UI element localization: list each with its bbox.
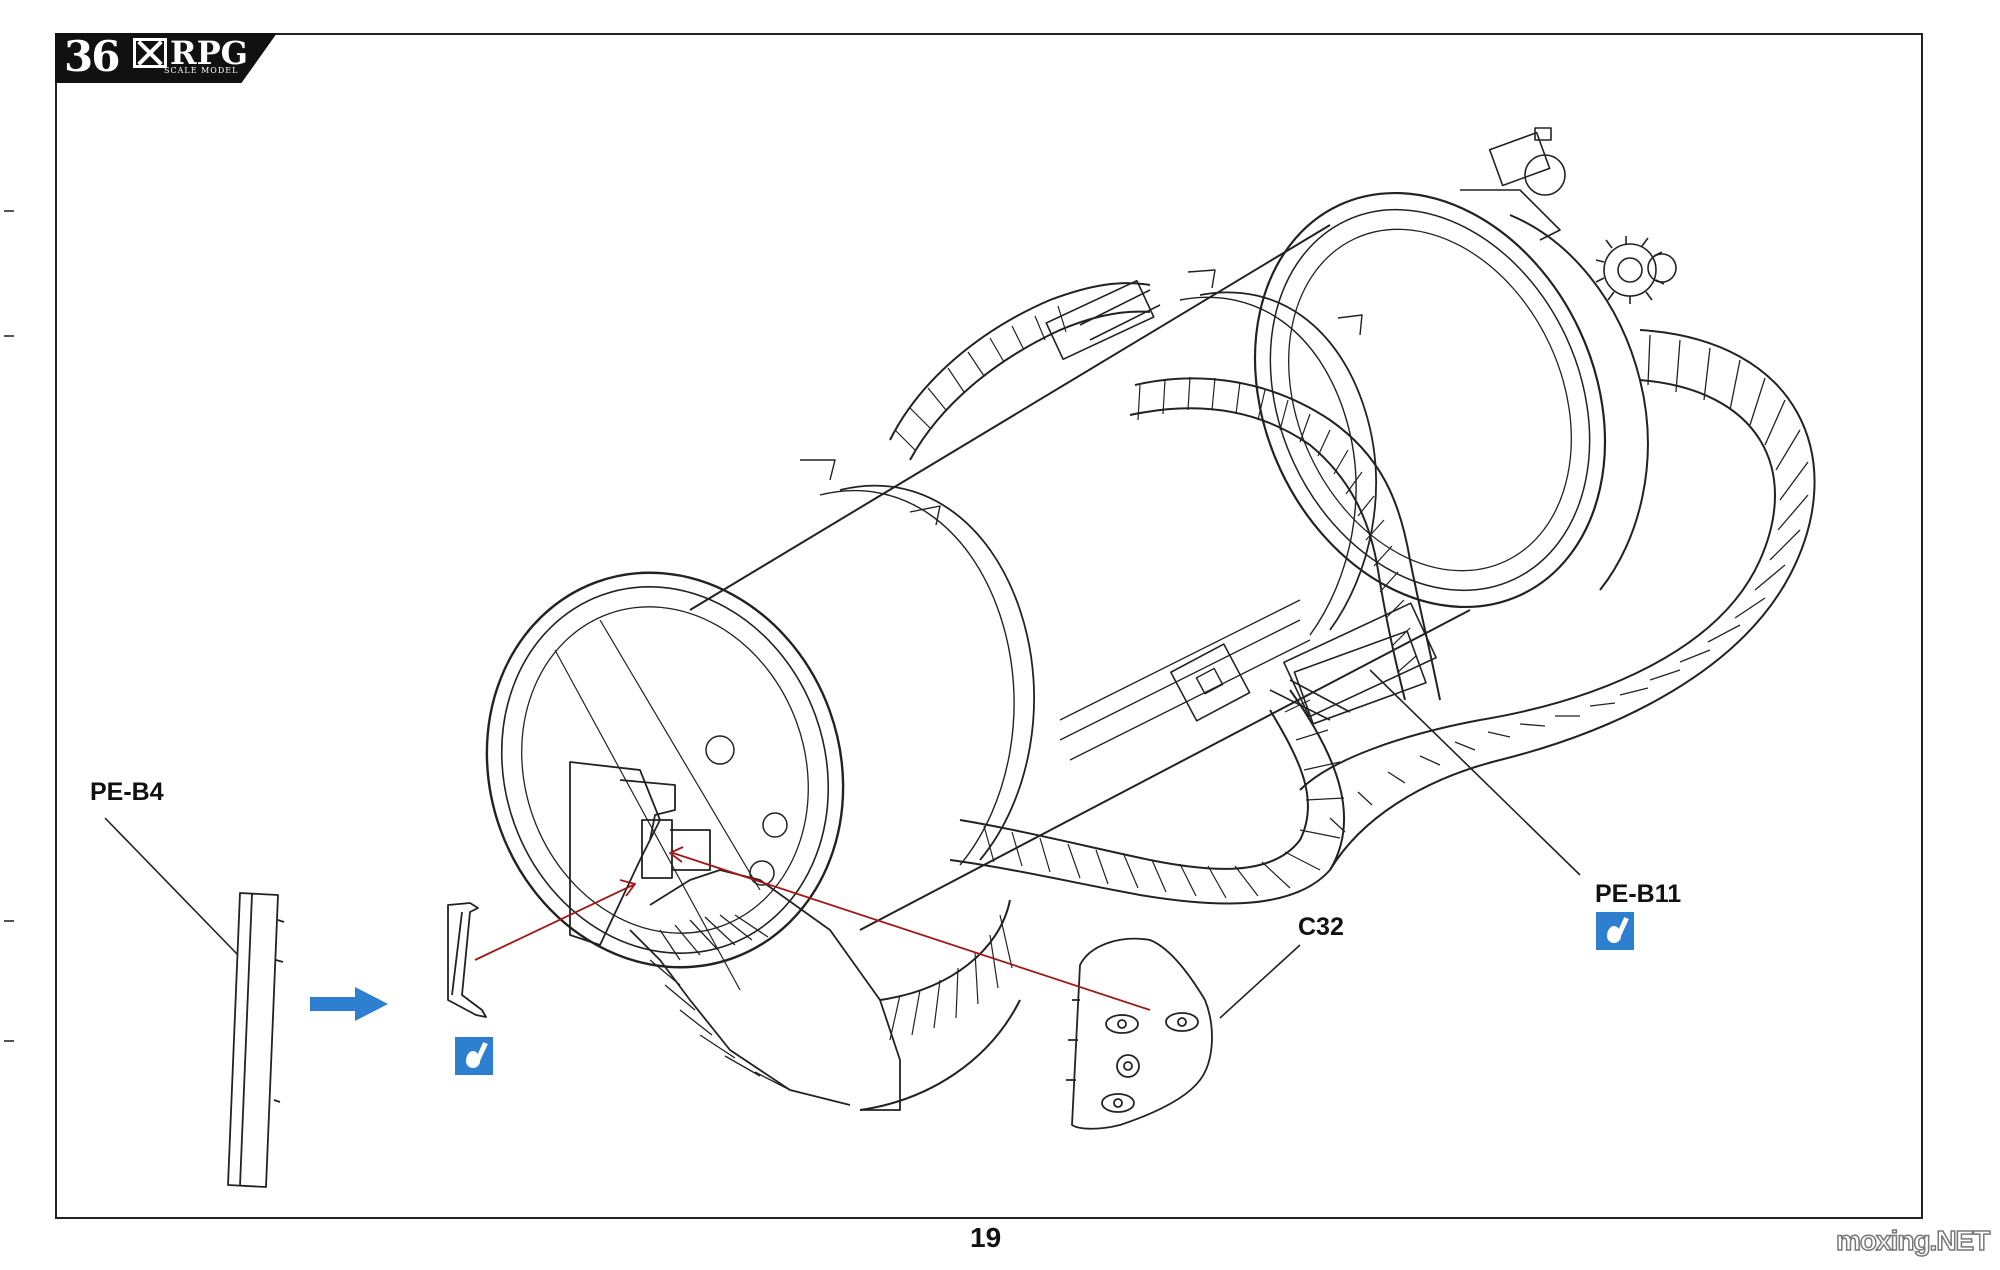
leader-c32 — [1219, 944, 1301, 1019]
glue-icon — [455, 1037, 493, 1075]
binding-mark — [4, 920, 14, 922]
binding-mark — [4, 1040, 14, 1042]
logo-scale-number: 36 — [64, 32, 120, 81]
ammo-drum — [689, 191, 1649, 931]
binding-mark — [4, 335, 14, 337]
binding-mark — [4, 210, 14, 212]
leader-pe-b4 — [104, 817, 239, 956]
drum-front-face — [485, 571, 845, 991]
label-pe-b11: PE-B11 — [1595, 880, 1682, 908]
crossed-swords-icon — [133, 38, 167, 68]
label-pe-b4: PE-B4 — [90, 778, 164, 806]
feed-block — [569, 761, 901, 1111]
right-ammo-chute — [1299, 329, 1816, 871]
logo-brand: RPG — [170, 34, 248, 72]
watermark: moxing.NET — [1835, 1224, 1991, 1257]
label-c32: C32 — [1298, 913, 1344, 941]
blue-arrow-icon — [310, 987, 388, 1021]
part-pe-b4-folded — [447, 902, 487, 1018]
drive-sprocket — [1460, 127, 1677, 304]
logo-subtitle: SCALE MODEL — [164, 66, 239, 75]
glue-icon — [1596, 912, 1634, 950]
part-pe-b4 — [227, 892, 285, 1188]
assembly-guides — [474, 846, 1151, 1011]
leader-pe-b11 — [1369, 669, 1581, 876]
lower-ammo-chute — [949, 689, 1346, 905]
upper-left-ammo-chute — [889, 279, 1161, 461]
page-number: 19 — [970, 1222, 1002, 1253]
page-frame — [55, 33, 1923, 1219]
part-c32 — [1066, 937, 1213, 1130]
bottom-ammo-chute — [859, 899, 1021, 1111]
